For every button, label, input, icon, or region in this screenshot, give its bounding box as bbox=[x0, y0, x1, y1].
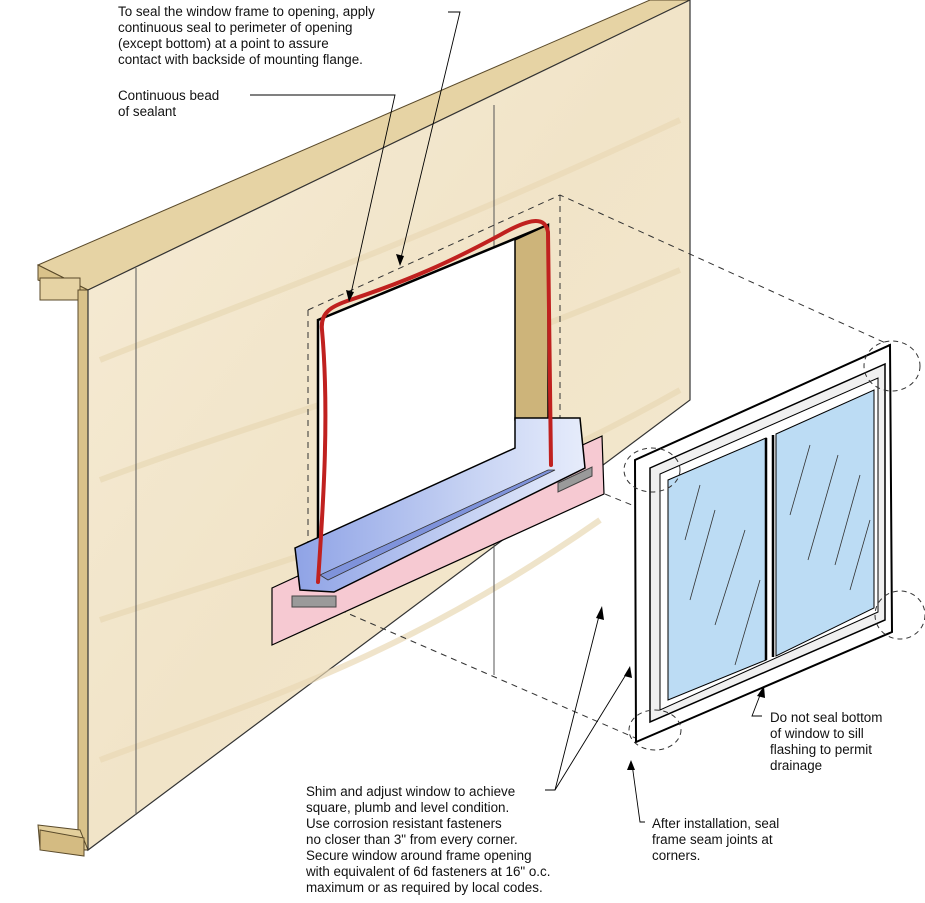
bottom-plate-end bbox=[39, 829, 85, 857]
callout-sealant-bead: Continuous bead of sealant bbox=[118, 88, 220, 119]
glass-reflections bbox=[684, 444, 871, 666]
glass-right bbox=[775, 389, 875, 657]
callout-seal-seam-joints: After installation, seal frame seam join… bbox=[652, 816, 780, 863]
wall-edge bbox=[77, 289, 89, 851]
shim-left bbox=[291, 595, 337, 608]
callout-do-not-seal-bottom: Do not seal bottom of window to sill fla… bbox=[770, 710, 883, 773]
callout-shim-adjust: Shim and adjust window to achieve square… bbox=[306, 784, 551, 895]
window-unit bbox=[633, 343, 894, 744]
sill-pan bbox=[294, 417, 586, 593]
corner-circles bbox=[623, 340, 925, 751]
shim-right bbox=[557, 466, 593, 493]
callout-seal-frame: To seal the window frame to opening, app… bbox=[118, 4, 375, 67]
sill-pan-floor bbox=[319, 469, 556, 581]
leader-shim-flange bbox=[554, 667, 631, 791]
top-plate-notch bbox=[39, 277, 81, 301]
opening-jamb bbox=[514, 223, 549, 432]
glass-left bbox=[667, 437, 767, 701]
